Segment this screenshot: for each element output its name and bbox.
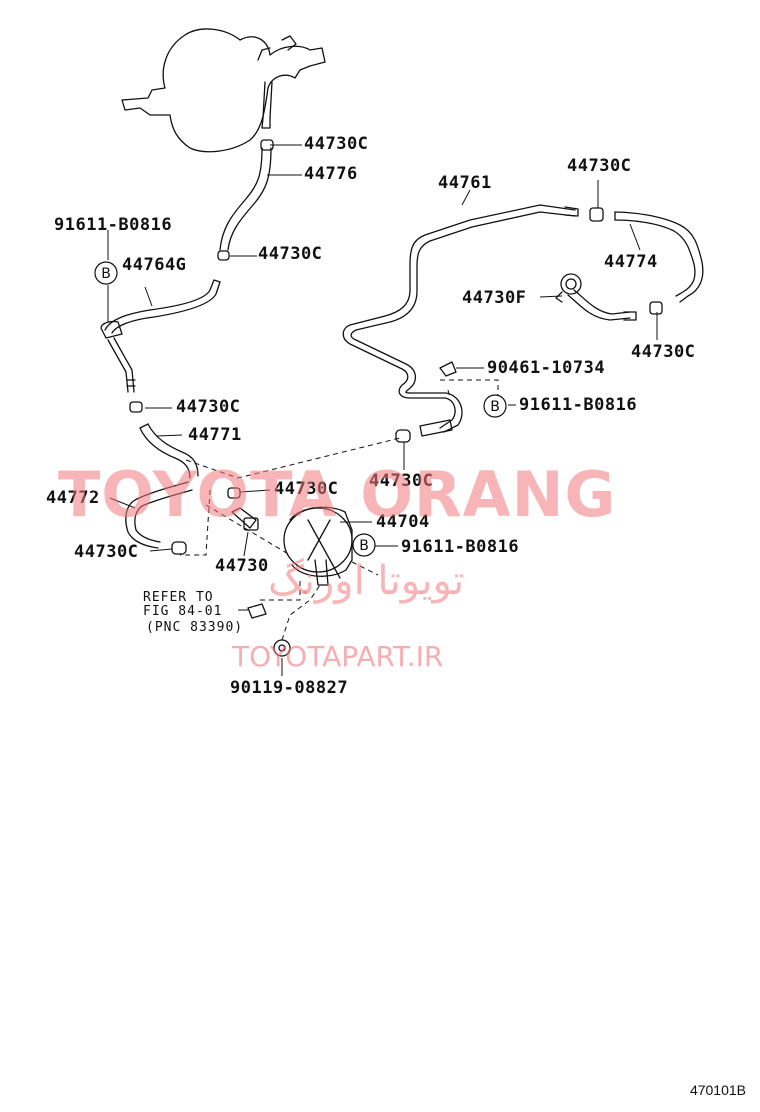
part-label-44730c[interactable]: 44730C bbox=[176, 397, 241, 417]
part-label-44776[interactable]: 44776 bbox=[304, 164, 358, 184]
hose-44764g bbox=[104, 279, 221, 334]
part-label-44730c[interactable]: 44730C bbox=[369, 471, 434, 491]
nut-90119 bbox=[273, 639, 291, 657]
clamp bbox=[217, 250, 230, 261]
part-label-44761[interactable]: 44761 bbox=[438, 173, 492, 193]
vacuum-pump-44704 bbox=[283, 506, 353, 586]
part-label-90119-08827[interactable]: 90119-08827 bbox=[230, 678, 349, 698]
clamp bbox=[649, 301, 663, 315]
clip-b bbox=[100, 320, 123, 339]
part-label-44730c[interactable]: 44730C bbox=[304, 134, 369, 154]
part-label-44704[interactable]: 44704 bbox=[376, 512, 430, 532]
part-label-44730c[interactable]: 44730C bbox=[74, 542, 139, 562]
pipe-segment bbox=[107, 337, 136, 393]
part-label-44730c[interactable]: 44730C bbox=[631, 342, 696, 362]
clamp bbox=[395, 429, 411, 443]
clamp-marker-b-label: B bbox=[359, 538, 369, 554]
part-label-44771[interactable]: 44771 bbox=[188, 425, 242, 445]
part-label-44764g[interactable]: 44764G bbox=[122, 255, 187, 275]
clamp-marker-b bbox=[94, 261, 118, 285]
hose-44772 bbox=[125, 481, 193, 549]
clamp bbox=[129, 401, 143, 413]
clamp-marker-b bbox=[352, 533, 376, 557]
part-label-44730c[interactable]: 44730C bbox=[258, 244, 323, 264]
reference-note-line1: REFER TO bbox=[143, 590, 214, 605]
hose-44771 bbox=[139, 423, 199, 479]
pipe-44761 bbox=[342, 204, 579, 437]
clamp-90461 bbox=[439, 361, 457, 377]
part-label-44772[interactable]: 44772 bbox=[46, 488, 100, 508]
part-label-91611-b0816[interactable]: 91611-B0816 bbox=[54, 215, 173, 235]
part-label-44730c[interactable]: 44730C bbox=[274, 479, 339, 499]
check-valve-44730f bbox=[555, 273, 637, 321]
clamp-marker-b bbox=[483, 394, 507, 418]
clamp-marker-b-label: B bbox=[490, 399, 500, 415]
part-label-44730c[interactable]: 44730C bbox=[567, 156, 632, 176]
reference-note-link[interactable]: FIG 84-01 bbox=[143, 604, 223, 619]
clamp bbox=[589, 207, 604, 222]
bolt bbox=[247, 603, 267, 619]
union-44730 bbox=[231, 507, 259, 531]
part-label-91611-b0816[interactable]: 91611-B0816 bbox=[519, 395, 638, 415]
hose-44776 bbox=[219, 147, 272, 251]
clamp-marker-b-label: B bbox=[101, 266, 111, 282]
part-label-90461-10734[interactable]: 90461-10734 bbox=[487, 358, 606, 378]
clamp bbox=[171, 541, 187, 555]
diagram-code: 470101B bbox=[689, 1082, 746, 1098]
part-label-44730[interactable]: 44730 bbox=[215, 556, 269, 576]
part-label-44774[interactable]: 44774 bbox=[604, 252, 658, 272]
part-label-44730f[interactable]: 44730F bbox=[462, 288, 527, 308]
clamp bbox=[227, 487, 241, 499]
hose-44774 bbox=[614, 211, 704, 303]
reference-note-line3: (PNC 83390) bbox=[146, 620, 244, 635]
part-label-91611-b0816[interactable]: 91611-B0816 bbox=[401, 537, 520, 557]
brake-booster bbox=[121, 28, 326, 153]
